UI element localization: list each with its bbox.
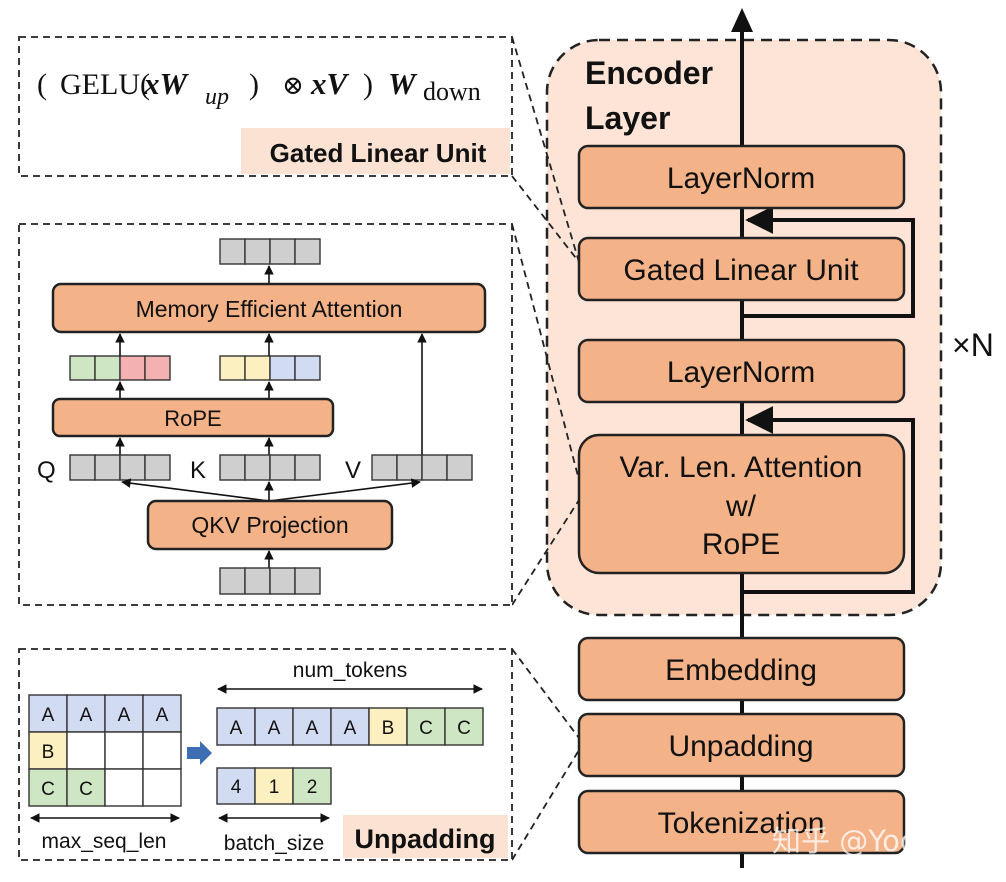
formula-close: ) — [249, 68, 259, 101]
attention-label-line2: w/ — [725, 490, 757, 523]
length-cell: 1 — [269, 777, 280, 798]
q-label: Q — [37, 457, 56, 484]
tokenization-block: Tokenization — [577, 789, 906, 855]
formula-xw: xW — [143, 66, 190, 101]
attention-label-line1: Var. Len. Attention — [620, 451, 863, 484]
arrow-right-icon — [187, 741, 212, 765]
grid-cell: C — [79, 779, 93, 800]
sequence-length-labels: 4 1 2 — [231, 777, 318, 798]
encoder-title-line2: Layer — [585, 100, 670, 136]
embedding-label: Embedding — [665, 654, 817, 687]
qkv-projection-block: QKV Projection — [146, 499, 394, 551]
k-vector — [219, 454, 321, 481]
residual-connection-glu — [742, 206, 915, 318]
unpadding-tag-label: Unpadding — [355, 824, 496, 854]
padded-grid-labels: A A A A B C C — [41, 705, 169, 800]
packed-token-labels: A A A A B C C — [230, 718, 471, 739]
layernorm-mid-label: LayerNorm — [667, 356, 815, 389]
embedding-block: Embedding — [577, 636, 906, 702]
k-label: K — [190, 457, 206, 484]
padded-batch-grid — [28, 694, 182, 807]
rope-block: RoPE — [51, 397, 335, 438]
num-tokens-label: num_tokens — [293, 659, 407, 682]
watermark: 知乎 @YooHoo — [772, 824, 975, 858]
v-label: V — [345, 457, 361, 484]
proj-to-v-arrow — [268, 478, 421, 502]
rope-label: RoPE — [164, 406, 221, 431]
grid-cell: C — [41, 779, 55, 800]
mea-label: Memory Efficient Attention — [136, 296, 403, 322]
proj-to-q-arrow — [121, 478, 270, 502]
glu-block: Gated Linear Unit — [577, 236, 906, 302]
max-seq-len-label: max_seq_len — [42, 830, 167, 853]
input-token-vector — [219, 567, 321, 595]
unpadding-tag-background — [343, 815, 508, 858]
q-vector — [69, 454, 171, 481]
repeat-n-label: ×N — [952, 327, 994, 363]
token-cell: A — [306, 718, 319, 739]
unpadding-label: Unpadding — [668, 730, 813, 763]
token-cell: C — [457, 718, 471, 739]
v-vector — [371, 454, 473, 481]
length-cell: 2 — [307, 777, 318, 798]
attention-block: Var. Len. Attention w/ RoPE — [577, 433, 906, 575]
encoder-title-line1: Encoder — [585, 55, 713, 91]
mea-block: Memory Efficient Attention — [51, 282, 487, 334]
grid-cell: A — [118, 705, 131, 726]
residual-connection-attention — [742, 406, 915, 594]
layernorm-mid-block: LayerNorm — [577, 338, 906, 404]
formula-close2: ) — [363, 68, 373, 101]
token-cell: A — [268, 718, 281, 739]
glu-tag-background — [241, 128, 510, 174]
token-cell: A — [230, 718, 243, 739]
unpadding-block: Unpadding — [577, 712, 906, 778]
packed-token-sequence — [216, 707, 484, 746]
rotated-q-vector — [69, 355, 171, 381]
tokenization-label: Tokenization — [658, 807, 825, 840]
layernorm-top-block: LayerNorm — [577, 144, 906, 210]
grid-cell: A — [80, 705, 93, 726]
formula-up-sub: up — [205, 84, 229, 110]
zoom-connectors — [511, 36, 580, 861]
formula-xv: xV — [310, 66, 350, 101]
grid-cell: A — [42, 705, 55, 726]
glu-label: Gated Linear Unit — [623, 254, 859, 287]
glu-tag-label: Gated Linear Unit — [270, 138, 487, 168]
batch-size-label: batch_size — [224, 832, 324, 855]
attention-label-line3: RoPE — [702, 528, 780, 561]
qkv-projection-label: QKV Projection — [191, 512, 348, 538]
token-cell: B — [382, 718, 395, 739]
rotated-k-vector — [219, 355, 321, 381]
glu-formula: ( GELU( xW up ) ⊗ xV ) W down — [37, 66, 481, 110]
grid-cell: B — [42, 742, 55, 763]
arrow-up-icon — [731, 8, 753, 32]
sequence-length-vector — [216, 767, 332, 805]
output-token-vector — [219, 238, 321, 265]
formula-wdown: W — [388, 66, 418, 101]
token-cell: C — [419, 718, 433, 739]
layernorm-top-label: LayerNorm — [667, 162, 815, 195]
formula-lparen: ( — [37, 68, 47, 101]
grid-cell: A — [156, 705, 169, 726]
length-cell: 4 — [231, 777, 242, 798]
formula-otimes: ⊗ — [282, 71, 304, 100]
formula-gelu: GELU( — [60, 68, 150, 101]
formula-down-sub: down — [423, 77, 481, 106]
token-cell: A — [344, 718, 357, 739]
